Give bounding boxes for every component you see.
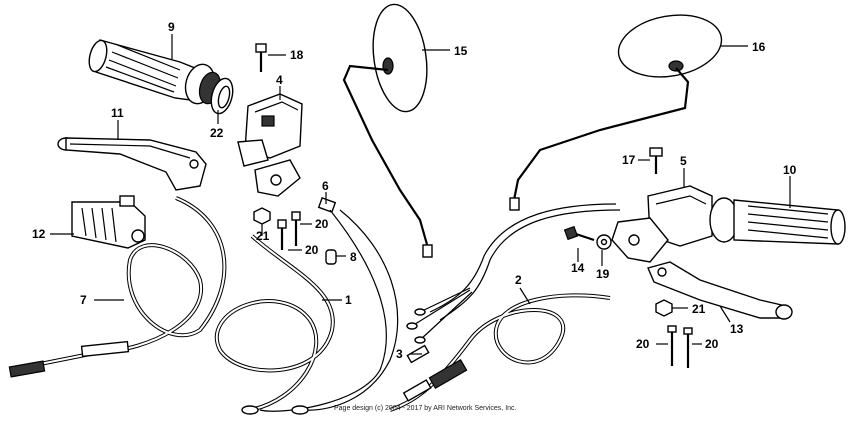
part-20-bolt-d[interactable] bbox=[683, 327, 693, 368]
callout-20c: 20 bbox=[636, 337, 650, 351]
part-14-screw[interactable] bbox=[563, 225, 595, 242]
part-13-brake-lever[interactable] bbox=[647, 261, 793, 320]
callout-10: 10 bbox=[783, 163, 797, 177]
callout-22: 22 bbox=[210, 126, 224, 140]
leader-lines bbox=[50, 34, 791, 355]
part-5-right-switch[interactable] bbox=[611, 185, 713, 263]
wiring-harness-right bbox=[406, 203, 621, 344]
callout-15: 15 bbox=[454, 44, 468, 58]
callout-2: 2 bbox=[515, 273, 522, 287]
callout-20b: 20 bbox=[305, 243, 319, 257]
part-4-left-switch[interactable] bbox=[237, 93, 303, 197]
callout-16: 16 bbox=[752, 40, 766, 54]
callout-labels: 9 18 4 15 16 22 11 17 5 10 6 20 12 21 20… bbox=[32, 20, 797, 361]
callout-3: 3 bbox=[396, 347, 403, 361]
callout-1: 1 bbox=[345, 293, 352, 307]
part-21-nut-a[interactable] bbox=[253, 207, 271, 225]
part-20-bolt-a[interactable] bbox=[291, 211, 301, 246]
part-1-cable-left[interactable] bbox=[215, 209, 399, 415]
part-8-collar[interactable] bbox=[325, 249, 337, 265]
copyright-text: Page design (c) 2004 - 2017 by ARI Netwo… bbox=[334, 405, 517, 412]
part-2-cable-right[interactable] bbox=[389, 293, 611, 412]
callout-11: 11 bbox=[111, 106, 124, 120]
part-20-bolt-b[interactable] bbox=[277, 219, 287, 250]
callout-5: 5 bbox=[680, 154, 687, 168]
callout-13: 13 bbox=[730, 322, 744, 336]
part-11-clutch-lever[interactable] bbox=[57, 137, 207, 191]
part-15-left-mirror[interactable] bbox=[342, 1, 433, 258]
part-7-clutch-cable[interactable] bbox=[8, 196, 227, 378]
part-21-nut-b[interactable] bbox=[655, 299, 673, 317]
callout-12: 12 bbox=[32, 227, 46, 241]
callout-20d: 20 bbox=[705, 337, 719, 351]
part-18-bolt[interactable] bbox=[255, 43, 267, 72]
part-12-clutch-switch[interactable] bbox=[71, 195, 146, 249]
callout-17: 17 bbox=[622, 153, 636, 167]
part-17-bolt[interactable] bbox=[649, 147, 663, 174]
callout-7: 7 bbox=[80, 293, 87, 307]
part-19-washer[interactable] bbox=[596, 234, 612, 250]
callout-21a: 21 bbox=[256, 229, 270, 243]
callout-14: 14 bbox=[571, 261, 585, 275]
callout-4: 4 bbox=[276, 73, 283, 87]
callout-18: 18 bbox=[290, 48, 304, 62]
part-9-left-grip[interactable] bbox=[86, 38, 236, 116]
callout-20a: 20 bbox=[315, 217, 329, 231]
part-16-right-mirror[interactable] bbox=[509, 7, 726, 211]
callout-9: 9 bbox=[168, 20, 175, 34]
callout-8: 8 bbox=[350, 250, 357, 264]
part-20-bolt-c[interactable] bbox=[667, 325, 677, 366]
part-6-cable-end[interactable] bbox=[317, 197, 337, 213]
callout-21b: 21 bbox=[692, 302, 706, 316]
callout-6: 6 bbox=[322, 179, 329, 193]
callout-19: 19 bbox=[596, 267, 610, 281]
part-10-throttle-grip[interactable] bbox=[709, 197, 846, 245]
